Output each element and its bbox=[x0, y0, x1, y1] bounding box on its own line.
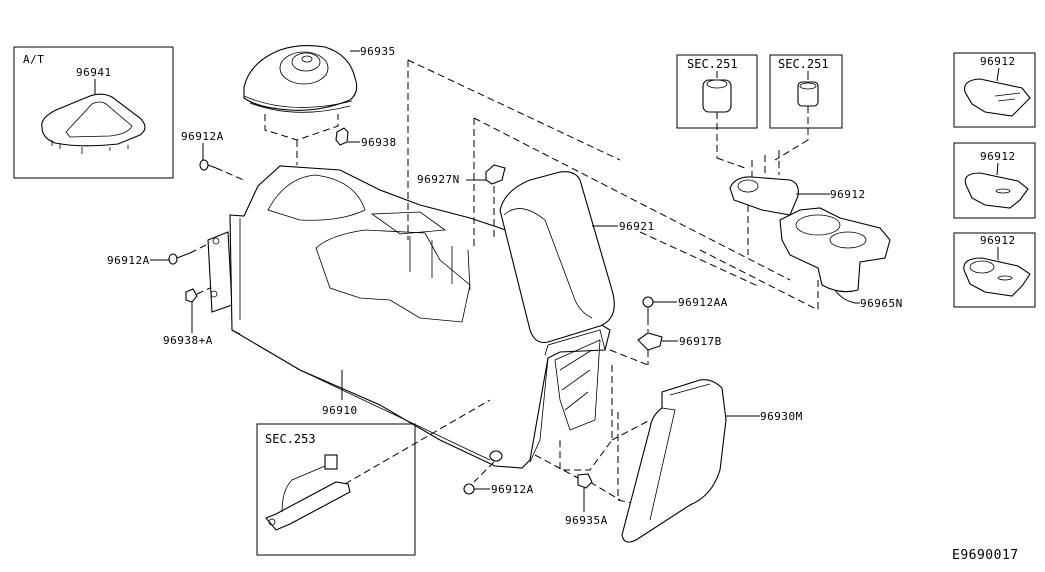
inset-sec251-a: SEC.251 bbox=[676, 54, 758, 169]
screw-head-icon bbox=[463, 483, 475, 495]
bezel-opening bbox=[65, 101, 133, 138]
callout-96938A[interactable]: 96938+A bbox=[163, 334, 213, 347]
inset-variant-3: 96912 bbox=[953, 232, 1036, 308]
callout-96938[interactable]: 96938 bbox=[361, 136, 397, 149]
clip-96938A-part[interactable] bbox=[185, 288, 198, 303]
part-96935-group: 96935 96938 bbox=[243, 44, 397, 165]
switch-panel-variant-part[interactable] bbox=[964, 78, 1031, 117]
callout-96912AA[interactable]: 96912AA bbox=[678, 296, 728, 309]
switch-panel-96912-part[interactable] bbox=[729, 176, 799, 216]
variant3-label[interactable]: 96912 bbox=[980, 234, 1016, 247]
armrest-96921-group: 96921 bbox=[499, 171, 655, 344]
inset-frame bbox=[256, 423, 416, 556]
callout-96935A[interactable]: 96935A bbox=[565, 514, 608, 527]
inset-frame bbox=[953, 142, 1036, 219]
inset-variant-1: 96912 bbox=[953, 52, 1036, 128]
sec251-b-label[interactable]: SEC.251 bbox=[778, 57, 829, 71]
clip-96938-part[interactable] bbox=[335, 127, 349, 146]
push-switch-part[interactable] bbox=[797, 81, 819, 107]
shift-bezel-part[interactable] bbox=[41, 93, 146, 147]
variant1-label[interactable]: 96912 bbox=[980, 55, 1016, 68]
sec253-label[interactable]: SEC.253 bbox=[265, 432, 316, 446]
callout-96930M[interactable]: 96930M bbox=[760, 410, 803, 423]
clip-96935A-part[interactable] bbox=[577, 473, 593, 489]
center-switch-cupholder-group: 96912 96965N bbox=[639, 150, 903, 311]
cupholder-96965N-part[interactable] bbox=[779, 207, 891, 293]
grommet bbox=[489, 450, 503, 462]
callout-96941[interactable]: 96941 bbox=[76, 66, 112, 79]
callout-96912A-top[interactable]: 96912A bbox=[181, 130, 224, 143]
switch-96927N-group: 96927N bbox=[407, 59, 791, 281]
harness-bracket-part[interactable] bbox=[265, 481, 351, 531]
callout-96912A-bottom[interactable]: 96912A bbox=[491, 483, 534, 496]
inset-frame bbox=[13, 46, 174, 179]
switch-96927N-part[interactable] bbox=[485, 164, 506, 185]
side-bracket bbox=[207, 231, 233, 313]
sec251-a-label[interactable]: SEC.251 bbox=[687, 57, 738, 71]
callout-96912A-left[interactable]: 96912A bbox=[107, 254, 150, 267]
rear-cover-part[interactable] bbox=[621, 379, 727, 543]
connector-part bbox=[324, 454, 338, 470]
callout-96910[interactable]: 96910 bbox=[322, 404, 358, 417]
cupholder-cavity bbox=[267, 174, 366, 221]
left-fasteners-group: 96912A 96938+A bbox=[107, 242, 213, 347]
callout-96912-center[interactable]: 96912 bbox=[830, 188, 866, 201]
inset-variant-2: 96912 bbox=[953, 142, 1036, 219]
inset-sec251-b: SEC.251 bbox=[769, 54, 843, 161]
callout-96965N[interactable]: 96965N bbox=[860, 297, 903, 310]
callout-96921[interactable]: 96921 bbox=[619, 220, 655, 233]
screw-head-icon bbox=[168, 253, 178, 265]
rear-bracket bbox=[554, 339, 601, 431]
inset-sec253: SEC.253 bbox=[256, 399, 491, 556]
nut-96917B-part[interactable] bbox=[637, 332, 663, 351]
shift-boot-part[interactable] bbox=[243, 44, 358, 111]
inset-frame bbox=[769, 54, 843, 129]
storage-tray bbox=[315, 229, 471, 323]
armrest-lid-part[interactable] bbox=[499, 171, 615, 344]
variant2-label[interactable]: 96912 bbox=[980, 150, 1016, 163]
rear-cover-96930M-group: 96930M bbox=[559, 365, 803, 543]
inset-at-shift-bezel: A/T 96941 bbox=[13, 46, 174, 179]
screw-96912A-top-group: 96912A bbox=[181, 130, 247, 182]
callout-96927N[interactable]: 96927N bbox=[417, 173, 460, 186]
inset-frame bbox=[953, 52, 1036, 128]
at-label: A/T bbox=[23, 53, 44, 66]
switch-panel-variant-part[interactable] bbox=[963, 257, 1031, 297]
screw-head-icon bbox=[642, 296, 654, 308]
callout-96917B[interactable]: 96917B bbox=[679, 335, 722, 348]
inset-frame bbox=[953, 232, 1036, 308]
diagram-code: E9690017 bbox=[952, 548, 1019, 563]
callout-96935[interactable]: 96935 bbox=[360, 45, 396, 58]
bottom-fasteners-group: 96912A 96935A bbox=[463, 454, 621, 527]
leader-line bbox=[834, 289, 860, 304]
screw-head-icon bbox=[199, 159, 209, 171]
fasteners-right-group: 96912AA 96917B bbox=[609, 296, 728, 366]
switch-panel-variant-part[interactable] bbox=[964, 172, 1029, 209]
